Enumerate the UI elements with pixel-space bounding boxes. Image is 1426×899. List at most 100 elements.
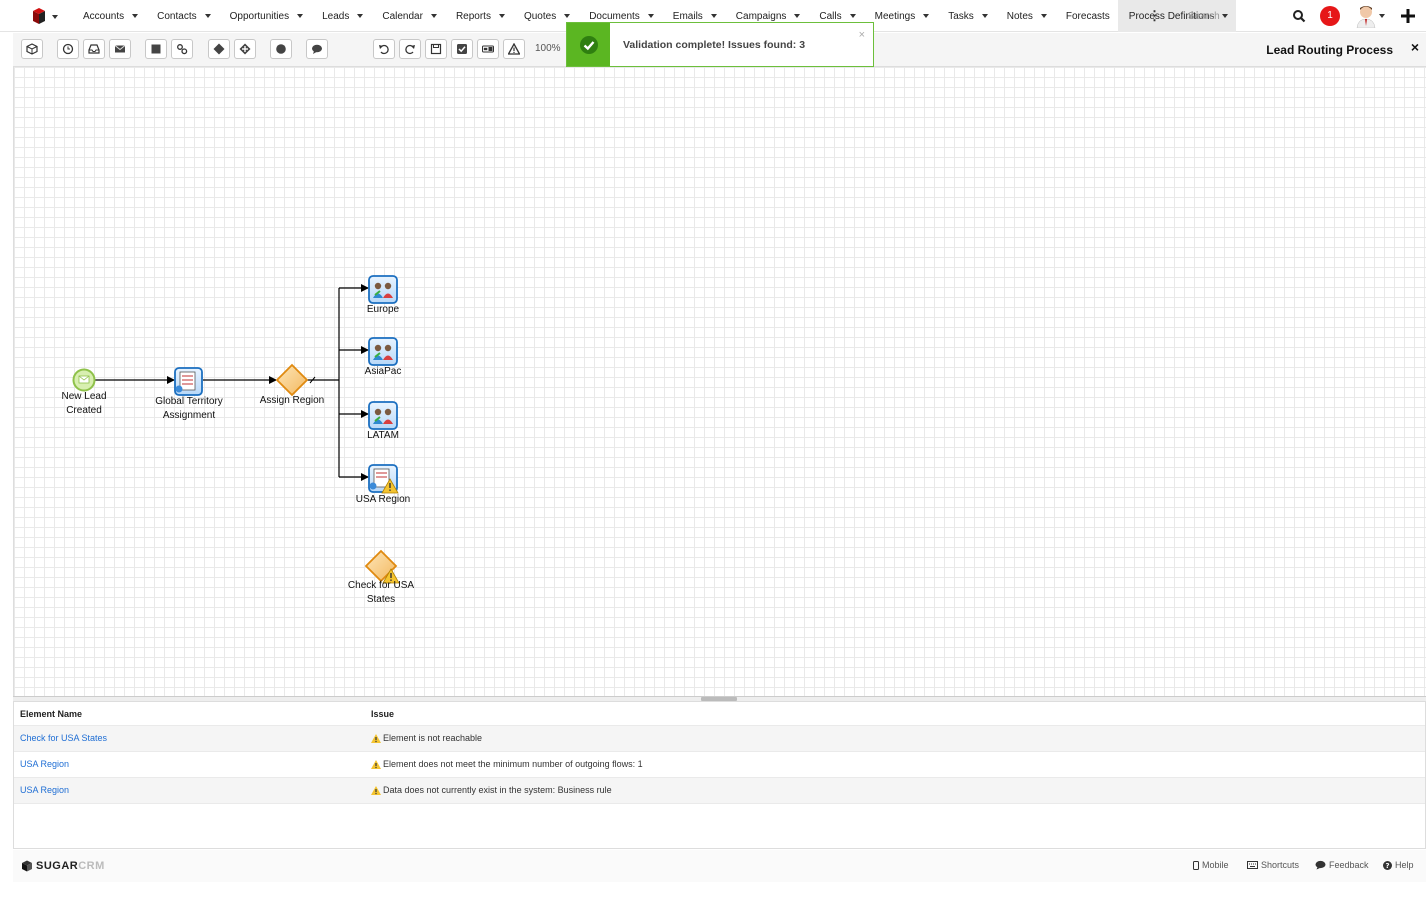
warning-issues-icon[interactable] — [503, 39, 525, 59]
global-search-input[interactable] — [1180, 5, 1290, 27]
nav-tab-label: Campaigns — [735, 10, 787, 22]
nav-tab-calendar[interactable]: Calendar — [371, 0, 445, 32]
chevron-down-icon[interactable] — [849, 14, 856, 18]
brand-name-light: CRM — [78, 860, 105, 872]
activity-square-icon[interactable] — [145, 39, 167, 59]
text-annotation-comment-icon[interactable] — [306, 39, 328, 59]
nav-tab-reports[interactable]: Reports — [445, 0, 513, 32]
task-latam[interactable] — [368, 401, 398, 430]
chevron-down-icon[interactable] — [297, 14, 304, 18]
start-event-label-line1: New Lead — [61, 391, 107, 402]
quick-create-plus-icon[interactable] — [1400, 8, 1416, 24]
nav-tab-leads[interactable]: Leads — [311, 0, 371, 32]
nav-tab-label: Process Definitions — [1128, 10, 1215, 22]
nav-tab-forecasts[interactable]: Forecasts — [1055, 0, 1118, 32]
alert-message: Validation complete! Issues found: 3 — [623, 39, 806, 51]
task-asiapac[interactable] — [368, 337, 398, 366]
process-title: Lead Routing Process — [1266, 43, 1393, 57]
nav-tab-emails[interactable]: Emails — [662, 0, 725, 32]
nav-tab-notes[interactable]: Notes — [996, 0, 1055, 32]
check-usa-label: Check for USA States — [336, 579, 426, 607]
nav-tab-tasks[interactable]: Tasks — [937, 0, 996, 32]
resize-grip[interactable] — [701, 697, 737, 701]
issue-cell: Element is not reachable — [371, 733, 482, 743]
chevron-down-icon[interactable] — [794, 14, 801, 18]
chevron-down-icon[interactable] — [498, 14, 505, 18]
chevron-down-icon[interactable] — [357, 14, 364, 18]
redo-icon[interactable] — [399, 39, 421, 59]
user-avatar[interactable] — [1355, 4, 1377, 28]
process-canvas[interactable]: New Lead Created Global Territory Assign… — [13, 67, 1426, 696]
chevron-down-icon[interactable] — [710, 14, 717, 18]
chevron-down-icon[interactable] — [430, 14, 437, 18]
task-global-territory-assignment[interactable] — [174, 367, 203, 396]
start-event-new-lead[interactable] — [72, 368, 96, 392]
end-event-circle-icon[interactable] — [270, 39, 292, 59]
gateway-check-for-usa-states[interactable] — [364, 549, 400, 584]
success-check-circle-icon — [579, 35, 598, 54]
validate-checkbox-icon[interactable] — [451, 39, 473, 59]
chevron-down-icon[interactable] — [981, 14, 988, 18]
nav-tab-contacts[interactable]: Contacts — [146, 0, 218, 32]
chevron-down-icon[interactable] — [564, 14, 571, 18]
start-event-clock-icon[interactable] — [57, 39, 79, 59]
chevron-down-icon[interactable] — [1040, 14, 1047, 18]
search-icon[interactable] — [1292, 9, 1306, 23]
europe-label: Europe — [366, 304, 400, 315]
element-name-link[interactable]: USA Region — [20, 759, 70, 769]
nav-tab-opportunities[interactable]: Opportunities — [219, 0, 311, 32]
action-gears-icon[interactable] — [171, 39, 193, 59]
table-row: USA Region Data does not currently exist… — [14, 778, 1425, 804]
parallel-gateway-diamond-plus-icon[interactable] — [234, 39, 256, 59]
column-header-issue: Issue — [371, 709, 395, 719]
help-label: Help — [1395, 860, 1414, 870]
nav-tab-label: Calls — [819, 10, 842, 22]
footer-feedback-link[interactable]: Feedback — [1315, 860, 1369, 870]
element-name-link[interactable]: USA Region — [20, 785, 70, 795]
chevron-down-icon[interactable] — [647, 14, 654, 18]
footer-mobile-link[interactable]: Mobile — [1193, 860, 1229, 870]
check-usa-label-line2: States — [366, 594, 396, 605]
project-settings-cube-icon[interactable] — [21, 39, 43, 59]
send-message-envelope-icon[interactable] — [109, 39, 131, 59]
panel-resize-handle[interactable] — [13, 696, 1426, 702]
nav-tab-label: Forecasts — [1065, 10, 1110, 22]
close-designer-icon[interactable]: × — [1410, 39, 1419, 55]
nav-tab-label: Emails — [672, 10, 703, 22]
nav-tab-accounts[interactable]: Accounts — [72, 0, 146, 32]
help-question-icon: ? — [1383, 860, 1392, 870]
nav-tab-campaigns[interactable]: Campaigns — [725, 0, 809, 32]
nav-tab-documents[interactable]: Documents — [578, 0, 662, 32]
exclusive-gateway-diamond-icon[interactable] — [208, 39, 230, 59]
chevron-down-icon[interactable] — [132, 14, 139, 18]
nav-tab-calls[interactable]: Calls — [808, 0, 863, 32]
footer-help-link[interactable]: ? Help — [1383, 860, 1414, 870]
nav-tab-label: Calendar — [382, 10, 423, 22]
save-floppy-icon[interactable] — [425, 39, 447, 59]
task-usa-region[interactable] — [368, 464, 399, 494]
table-row: USA Region Element does not meet the min… — [14, 752, 1425, 778]
auto-validate-toggle-icon[interactable] — [477, 39, 499, 59]
table-row: Check for USA States Element is not reac… — [14, 726, 1425, 752]
alert-icon-container — [567, 23, 610, 66]
nav-tab-quotes[interactable]: Quotes — [513, 0, 578, 32]
nav-tab-label: Notes — [1006, 10, 1033, 22]
alert-close-icon[interactable]: × — [858, 29, 865, 41]
chevron-down-icon[interactable] — [204, 14, 211, 18]
latam-label: LATAM — [367, 430, 399, 441]
footer-shortcuts-link[interactable]: Shortcuts — [1247, 860, 1299, 870]
notification-badge[interactable]: 1 — [1320, 6, 1340, 26]
nav-tab-meetings[interactable]: Meetings — [864, 0, 938, 32]
element-name-link[interactable]: Check for USA States — [20, 733, 108, 743]
chevron-down-icon[interactable] — [923, 14, 930, 18]
more-modules-icon[interactable]: ⋮ — [1148, 8, 1161, 23]
gateway-assign-region[interactable] — [275, 363, 309, 397]
task-europe[interactable] — [368, 275, 398, 304]
user-menu-chevron-down-icon[interactable] — [1379, 14, 1385, 18]
undo-icon[interactable] — [373, 39, 395, 59]
nav-tab-label: Leads — [322, 10, 350, 22]
receive-message-inbox-icon[interactable] — [83, 39, 105, 59]
sugarcrm-logo-icon[interactable] — [30, 7, 60, 25]
